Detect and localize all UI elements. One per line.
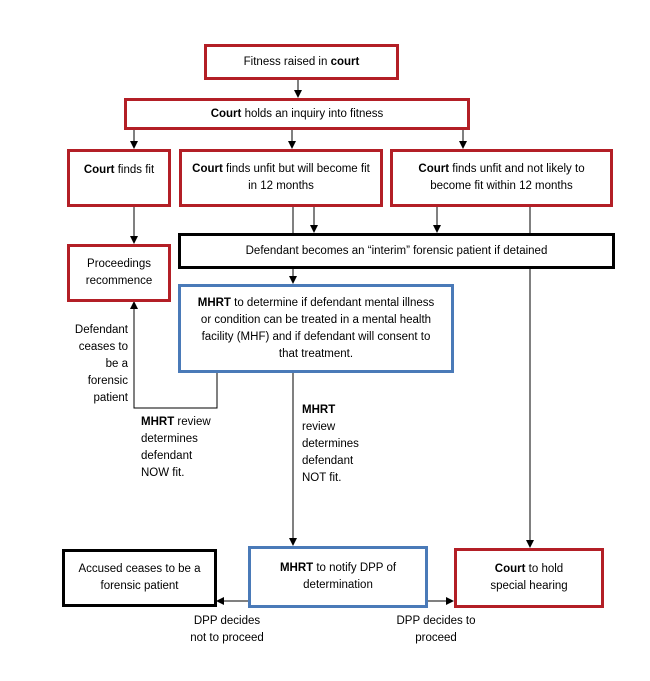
- proceedings-recommence-box: Proceedings recommence: [67, 244, 171, 302]
- court-unfit-not-likely-box: Court finds unfit and not likely to beco…: [390, 149, 613, 207]
- court-unfit-will-become-fit-box: Court finds unfit but will become fit in…: [179, 149, 383, 207]
- interim-forensic-patient-box: Defendant becomes an “interim” forensic …: [178, 233, 615, 269]
- mhrt-determine-box: MHRT to determine if defendant mental il…: [178, 284, 454, 373]
- dpp-not-to-proceed-label: DPP decides not to proceed: [190, 615, 264, 644]
- mhrt-review-not-fit-label: MHRT review determines defendant NOT fit…: [302, 404, 359, 484]
- court-inquiry-box: Court holds an inquiry into fitness: [124, 98, 470, 130]
- court-finds-fit-box: Court finds fit: [67, 149, 171, 207]
- defendant-ceases-label: Defendant ceases to be a forensic patien…: [74, 324, 128, 404]
- dpp-to-proceed-label: DPP decides to proceed: [396, 615, 476, 644]
- mhrt-notify-dpp-box: MHRT to notify DPP of determination: [248, 546, 428, 608]
- mhrt-review-now-fit-label: MHRT review determines defendant NOW fit…: [141, 416, 211, 479]
- fitness-raised-box: Fitness raised in court: [204, 44, 399, 80]
- court-special-hearing-box: Court to hold special hearing: [454, 548, 604, 608]
- accused-ceases-box: Accused ceases to be a forensic patient: [62, 549, 217, 607]
